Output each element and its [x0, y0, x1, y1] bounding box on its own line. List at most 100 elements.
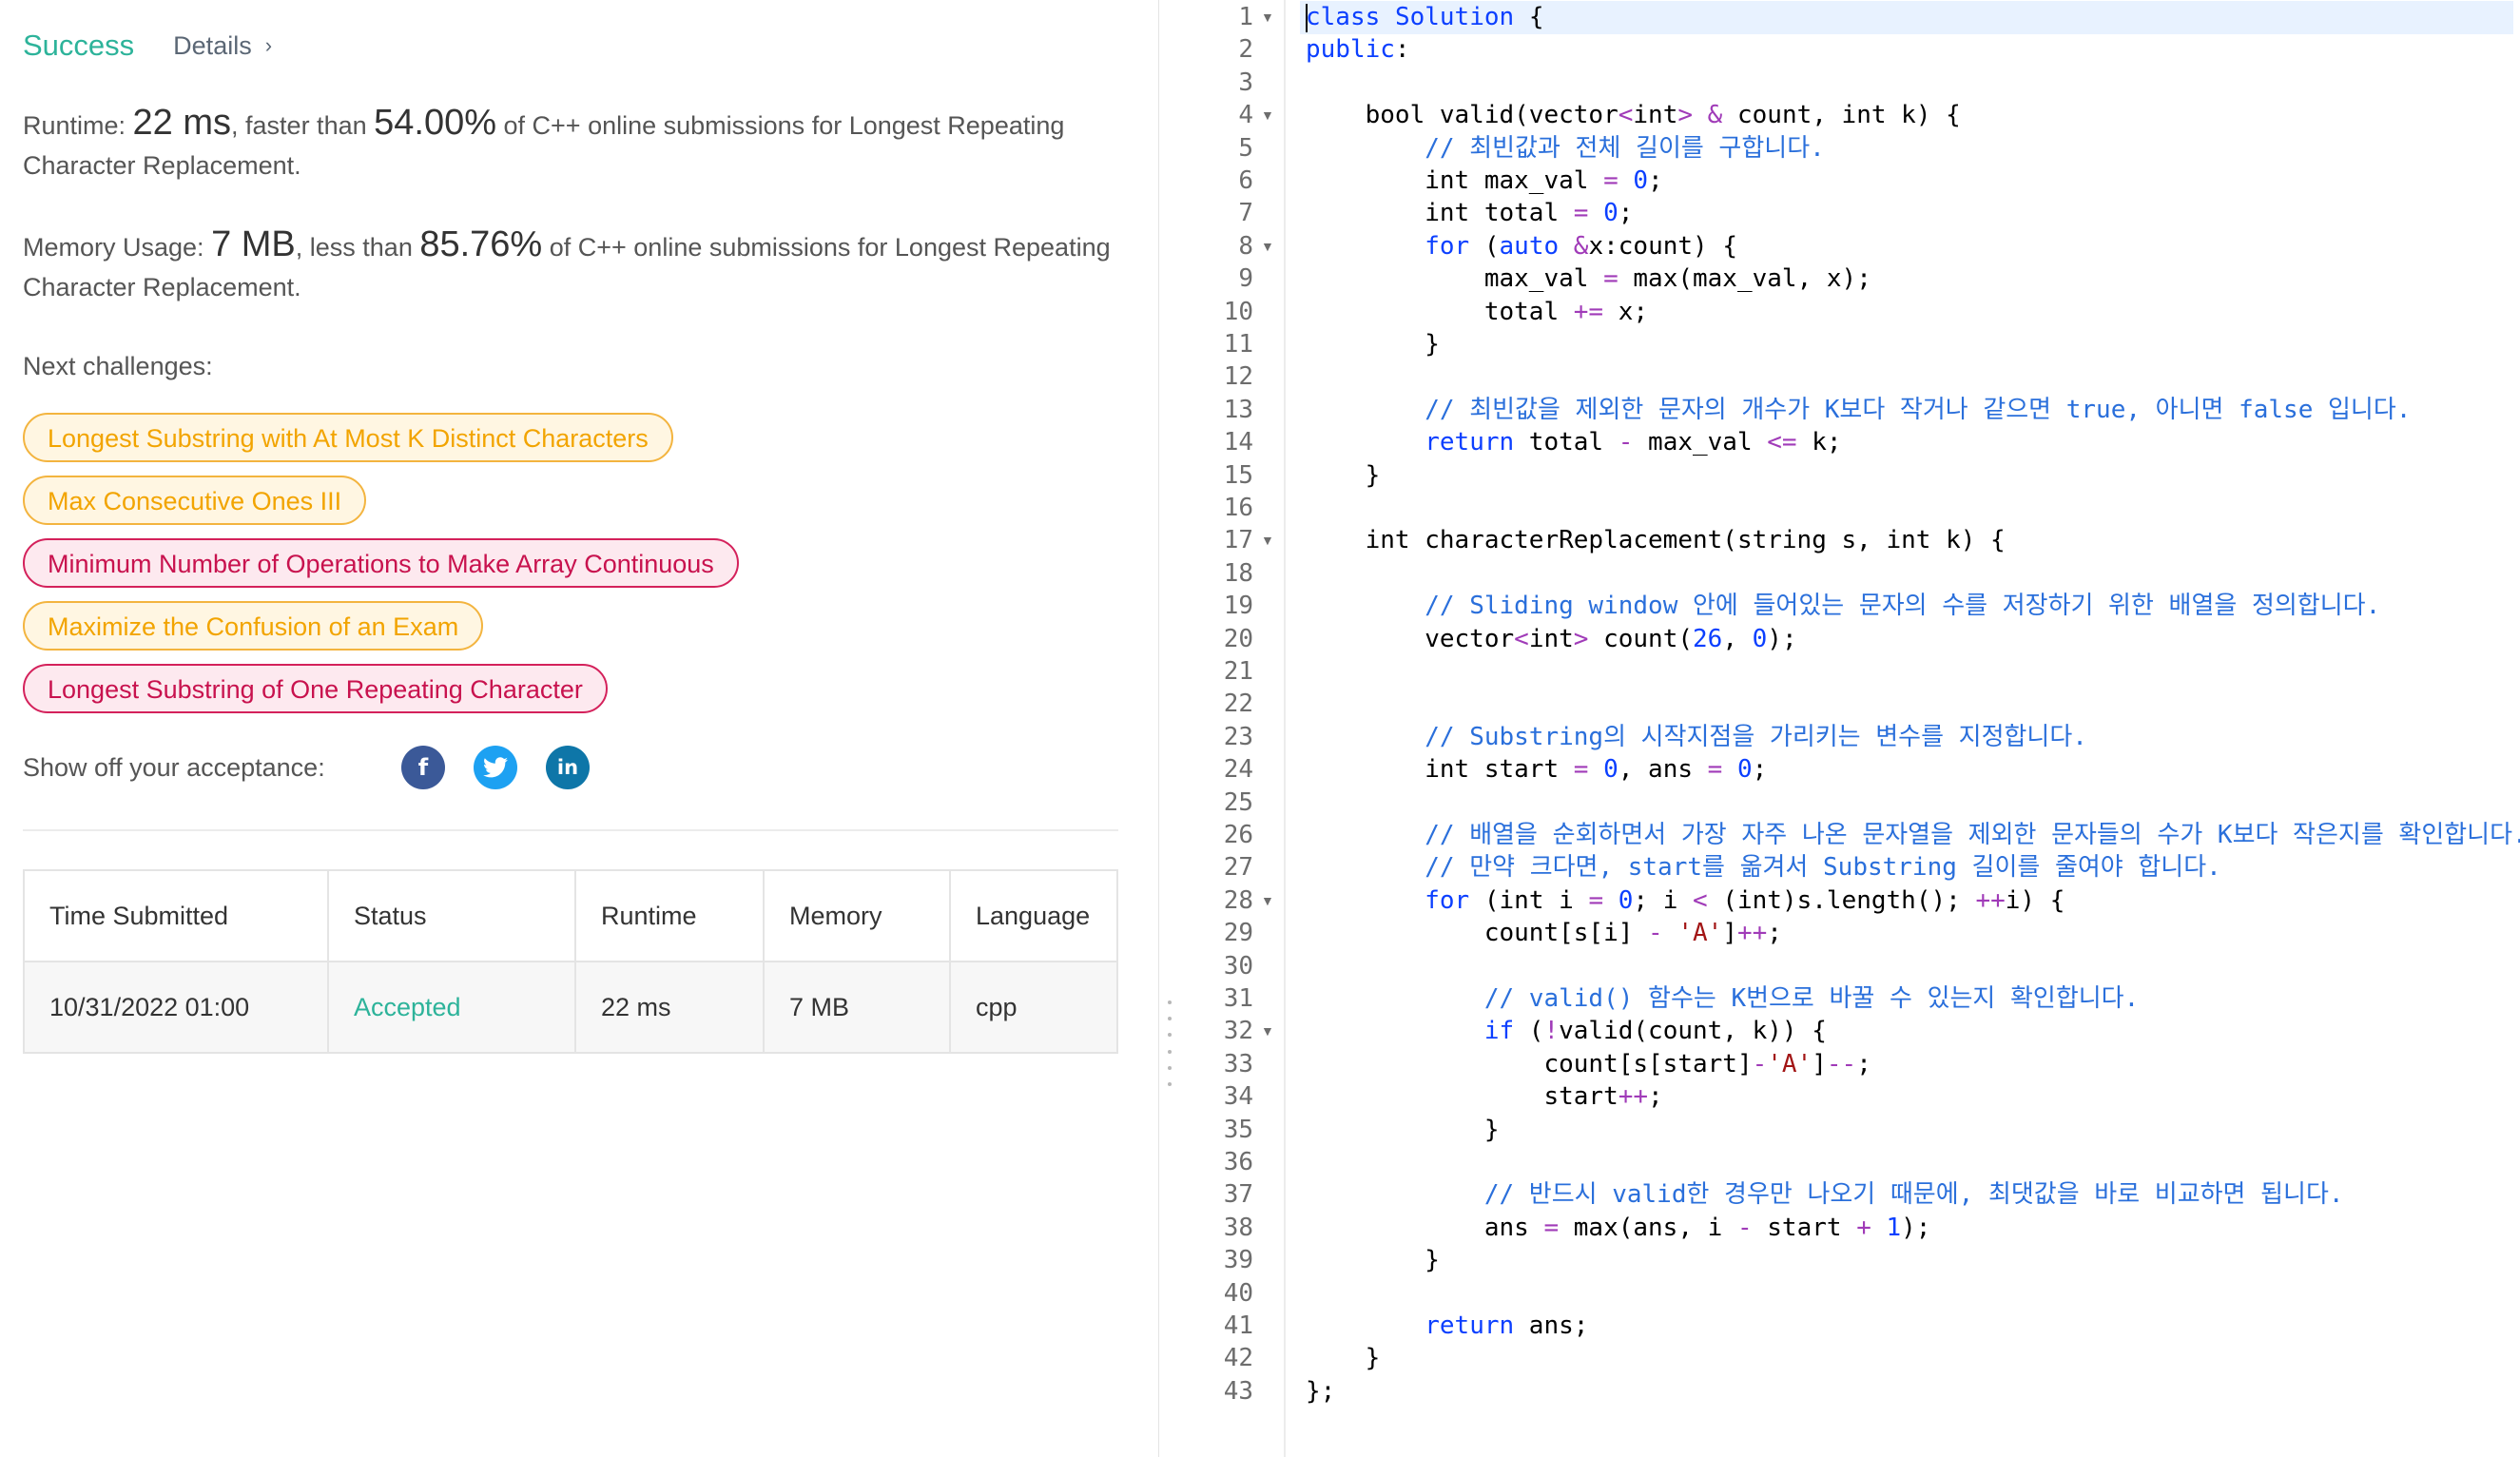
cell-runtime: 22 ms	[574, 961, 765, 1054]
code-line[interactable]: // Substring의 시작지점을 가리키는 변수를 지정합니다.	[1425, 722, 2087, 751]
fold-arrow-icon[interactable]: ▼	[1261, 107, 1274, 124]
line-number: 26	[1223, 821, 1253, 849]
code-line[interactable]: };	[1306, 1376, 1336, 1406]
code-line[interactable]: return ans;	[1425, 1311, 1589, 1340]
table-row[interactable]: 10/31/2022 01:00 Accepted 22 ms 7 MB cpp	[23, 961, 1118, 1054]
code-line[interactable]: start++;	[1306, 1082, 1663, 1112]
line-number: 19	[1223, 592, 1253, 621]
line-number: 25	[1223, 787, 1253, 817]
code-line[interactable]: // 최빈값을 제외한 문자의 개수가 K보다 작거나 같으면 true, 아니…	[1425, 395, 2412, 424]
runtime-tail: of C++ online submissions for Longest Re…	[23, 111, 1065, 180]
line-number: 37	[1223, 1180, 1253, 1210]
col-runtime[interactable]: Runtime	[574, 869, 765, 962]
fold-arrow-icon[interactable]: ▼	[1261, 892, 1274, 908]
code-line[interactable]: // 최빈값과 전체 길이를 구합니다.	[1425, 133, 1825, 163]
table-header-row: Time Submitted Status Runtime Memory Lan…	[23, 869, 1118, 962]
fold-arrow-icon[interactable]: ▼	[1261, 238, 1274, 254]
line-number: 32	[1223, 1017, 1253, 1046]
line-number: 36	[1223, 1148, 1253, 1176]
line-number: 18	[1223, 558, 1253, 588]
line-number: 33	[1223, 1049, 1253, 1078]
code-line[interactable]: if (!valid(count, k)) {	[1483, 1017, 1827, 1046]
cell-language: cpp	[949, 961, 1118, 1054]
challenge-chip[interactable]: Minimum Number of Operations to Make Arr…	[23, 538, 739, 588]
memory-tail: of C++ online submissions for Longest Re…	[23, 233, 1111, 301]
code-line[interactable]: // 배열을 순회하면서 가장 자주 나온 문자열을 제외한 문자들의 수가 K…	[1425, 821, 2520, 849]
line-number: 9	[1238, 264, 1253, 294]
code-line[interactable]: }	[1306, 1344, 1381, 1373]
code-line[interactable]: for (int i = 0; i < (int)s.length(); ++i…	[1425, 885, 2065, 915]
text-cursor	[1306, 4, 1308, 32]
memory-value: 7 MB	[211, 224, 296, 264]
line-number: 6	[1238, 166, 1253, 195]
line-number: 8	[1238, 231, 1253, 261]
code-line[interactable]: int characterReplacement(string s, int k…	[1306, 526, 2006, 555]
code-line[interactable]: for (auto &x:count) {	[1425, 231, 1737, 261]
twitter-icon[interactable]	[474, 746, 517, 789]
code-line[interactable]: bool valid(vector<int> & count, int k) {	[1306, 101, 1961, 130]
code-line[interactable]: class Solution {	[1300, 1, 2513, 34]
code-line[interactable]: }	[1306, 1246, 1440, 1275]
line-number: 29	[1223, 919, 1253, 948]
challenge-chip[interactable]: Longest Substring of One Repeating Chara…	[23, 664, 608, 713]
line-number: 17	[1223, 526, 1253, 555]
code-line[interactable]: // 만약 크다면, start를 옮겨서 Substring 길이를 줄여야 …	[1425, 853, 2221, 883]
line-number: 43	[1223, 1376, 1253, 1406]
code-line[interactable]: count[s[i] - 'A']++;	[1306, 919, 1782, 948]
code-line[interactable]: }	[1306, 1115, 1500, 1144]
fold-arrow-icon[interactable]: ▼	[1261, 1023, 1274, 1039]
memory-stat: Memory Usage: 7 MB, less than 85.76% of …	[23, 224, 1126, 307]
code-line[interactable]: int start = 0, ans = 0;	[1306, 755, 1768, 785]
panel-splitter[interactable]	[1158, 0, 1181, 1457]
code-line[interactable]: }	[1306, 330, 1440, 359]
fold-arrow-icon[interactable]: ▼	[1261, 533, 1274, 549]
submissions-table: Time Submitted Status Runtime Memory Lan…	[23, 869, 1118, 1054]
linkedin-icon[interactable]: in	[546, 746, 590, 789]
cell-memory: 7 MB	[763, 961, 951, 1054]
col-status[interactable]: Status	[327, 869, 576, 962]
details-link[interactable]: Details ›	[173, 31, 272, 61]
drag-handle-icon[interactable]	[1167, 1000, 1173, 1086]
line-number: 16	[1223, 494, 1253, 522]
facebook-icon[interactable]: f	[401, 746, 445, 789]
cell-status-accepted[interactable]: Accepted	[327, 961, 576, 1054]
challenge-chip[interactable]: Max Consecutive Ones III	[23, 476, 367, 525]
line-number: 31	[1223, 984, 1253, 1013]
col-time-submitted[interactable]: Time Submitted	[23, 869, 329, 962]
code-line[interactable]: // valid() 함수는 K번으로 바꿀 수 있는지 확인합니다.	[1483, 984, 2140, 1013]
line-number: 11	[1223, 330, 1253, 359]
line-number: 39	[1223, 1246, 1253, 1275]
col-language[interactable]: Language	[949, 869, 1118, 962]
code-line[interactable]: int total = 0;	[1306, 199, 1634, 228]
code-line[interactable]: count[s[start]-'A']--;	[1306, 1049, 1871, 1078]
col-memory[interactable]: Memory	[763, 869, 951, 962]
runtime-mid: , faster than	[231, 111, 375, 140]
line-number: 30	[1223, 951, 1253, 981]
line-number: 1	[1238, 3, 1253, 31]
line-number: 5	[1238, 133, 1253, 163]
challenge-chip[interactable]: Maximize the Confusion of an Exam	[23, 601, 484, 651]
line-number: 3	[1238, 68, 1253, 97]
code-line[interactable]: public:	[1306, 35, 1410, 65]
share-row: Show off your acceptance:	[23, 746, 325, 789]
challenge-chip[interactable]: Longest Substring with At Most K Distinc…	[23, 413, 673, 462]
code-line[interactable]: ans = max(ans, i - start + 1);	[1306, 1213, 1931, 1242]
code-line[interactable]: max_val = max(max_val, x);	[1306, 264, 1871, 294]
code-line[interactable]: int max_val = 0;	[1306, 166, 1663, 195]
cell-time-submitted: 10/31/2022 01:00	[23, 961, 329, 1054]
chevron-right-icon: ›	[264, 33, 273, 57]
code-line[interactable]: // 반드시 valid한 경우만 나오기 때문에, 최댓값을 바로 비교하면 …	[1483, 1180, 2344, 1210]
memory-mid: , less than	[295, 233, 420, 262]
memory-percent: 85.76%	[419, 224, 543, 264]
code-line[interactable]: vector<int> count(26, 0);	[1306, 624, 1797, 653]
code-area[interactable]: class Solution {public: bool valid(vecto…	[1300, 0, 2520, 1457]
code-line[interactable]: return total - max_val <= k;	[1425, 428, 1842, 457]
code-line[interactable]: }	[1306, 460, 1381, 490]
code-line[interactable]: // Sliding window 안에 들어있는 문자의 수를 저장하기 위한…	[1425, 592, 2381, 621]
fold-arrow-icon[interactable]: ▼	[1261, 10, 1274, 25]
line-number: 14	[1223, 428, 1253, 457]
code-line[interactable]: total += x;	[1306, 297, 1649, 326]
submission-result-panel: Success Details › Runtime: 22 ms, faster…	[0, 0, 1158, 1457]
